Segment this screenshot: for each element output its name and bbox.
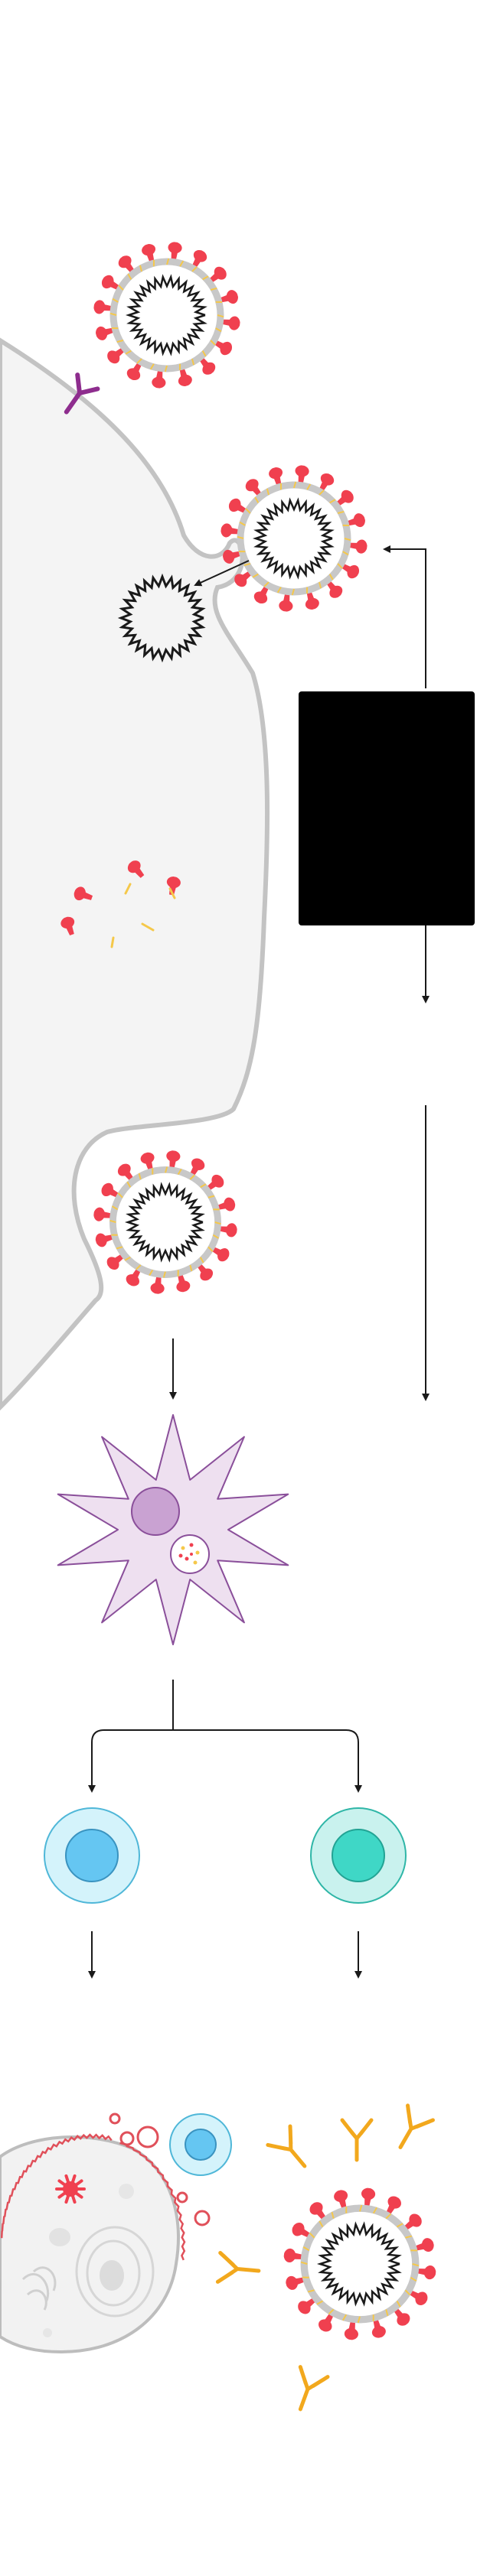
- dendritic-cell-icon: [57, 1413, 289, 1646]
- t-cell-icon: [310, 1807, 407, 1904]
- b-cell-icon: [44, 1807, 140, 1904]
- b-cell-icon: [169, 2113, 232, 2176]
- host-cell: [0, 337, 270, 1411]
- arrow-rna-release: [194, 560, 250, 587]
- viral-rna-icon: [117, 573, 206, 663]
- redacted-box: [299, 691, 475, 925]
- infected-cell-icon: [0, 2133, 186, 2354]
- antibody-icon: [64, 372, 100, 415]
- virion-icon: [93, 1150, 237, 1294]
- virion-icon: [220, 465, 368, 612]
- viral-fragments: [60, 860, 181, 948]
- budding-vesicles: [109, 2113, 211, 2226]
- arrow-branch: [91, 1680, 359, 1790]
- antibody-icon: [215, 2103, 435, 2412]
- virion-icon: [283, 2187, 436, 2340]
- arrow-side-loop: [383, 545, 426, 688]
- virion-icon: [93, 242, 240, 389]
